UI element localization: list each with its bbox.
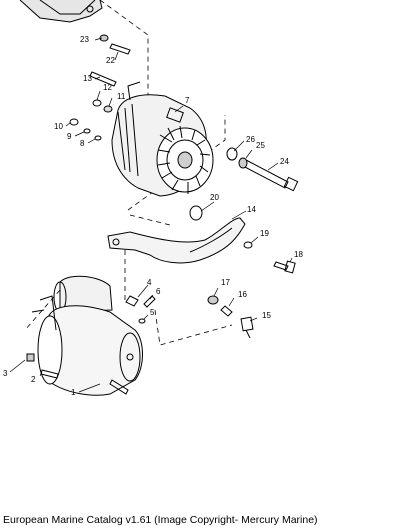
engine-mount-bracket [19, 0, 103, 23]
callout-14: 14 [247, 205, 256, 214]
washer-8 [94, 135, 102, 141]
spacer-20 [189, 205, 203, 221]
callout-18: 18 [294, 250, 303, 259]
callout-16: 16 [238, 290, 247, 299]
callout-22: 22 [106, 56, 115, 65]
callout-24: 24 [280, 157, 289, 166]
callout-10: 10 [54, 122, 63, 131]
washer-17 [207, 295, 219, 305]
callout-1: 1 [71, 388, 76, 397]
washer-9 [83, 128, 91, 134]
bolt-22 [109, 43, 131, 55]
washer-5 [138, 318, 146, 324]
stud-13 [89, 71, 117, 87]
callout-23: 23 [80, 35, 89, 44]
callout-11: 11 [117, 92, 126, 101]
nut-12 [92, 99, 102, 107]
bolt-assembly-15 [207, 295, 254, 339]
bolt-18 [273, 260, 296, 274]
callout-3: 3 [3, 369, 8, 378]
nut-3 [26, 353, 35, 362]
callout-4: 4 [147, 278, 152, 287]
callout-7: 7 [185, 96, 190, 105]
bolt-assembly-24 [226, 147, 299, 192]
nut-4 [125, 295, 139, 307]
nut-10 [69, 118, 79, 126]
callout-19: 19 [260, 229, 269, 238]
screw-6 [143, 295, 156, 308]
callout-26: 26 [246, 135, 255, 144]
adjusting-bracket [107, 217, 246, 264]
callout-6: 6 [156, 287, 161, 296]
washer-19 [243, 241, 253, 249]
washer-23 [99, 34, 109, 42]
callout-17: 17 [221, 278, 230, 287]
nut-16 [220, 305, 233, 317]
callout-20: 20 [210, 193, 219, 202]
callout-5: 5 [150, 308, 155, 317]
image-caption: European Marine Catalog v1.61 (Image Cop… [3, 514, 318, 526]
callout-9: 9 [67, 132, 72, 141]
bolt-15 [240, 316, 254, 332]
callout-labels: 23 22 13 12 11 7 10 9 8 26 25 24 20 14 1… [3, 35, 303, 397]
callout-13: 13 [83, 74, 92, 83]
washer-11 [103, 105, 113, 113]
callout-25: 25 [256, 141, 265, 150]
callout-12: 12 [103, 83, 112, 92]
callout-15: 15 [262, 311, 271, 320]
callout-2: 2 [31, 375, 36, 384]
alternator [111, 81, 214, 197]
callout-8: 8 [80, 139, 85, 148]
starter-motor [31, 275, 143, 396]
leader-lines [9, 37, 293, 393]
